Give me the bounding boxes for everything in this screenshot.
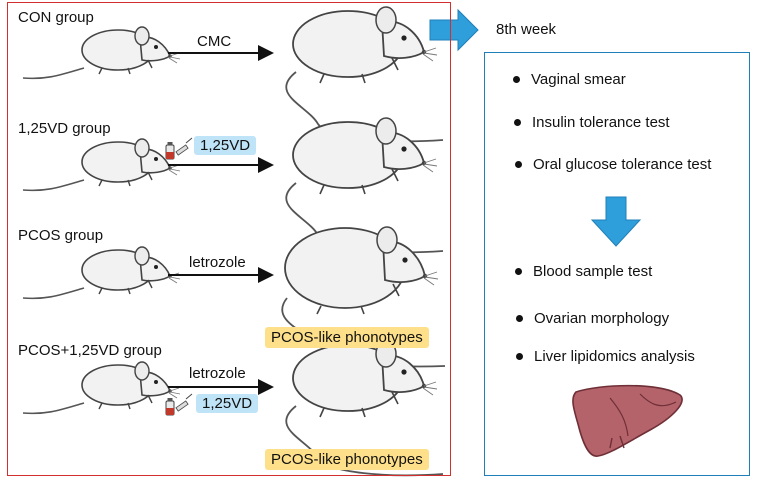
tests-panel [484, 52, 750, 476]
test-item: Insulin tolerance test [514, 114, 670, 131]
treatment-label-letrozole-2: letrozole [189, 365, 246, 382]
group-label-vd: 1,25VD group [18, 120, 111, 137]
test-item: Blood sample test [515, 263, 652, 280]
treatment-label-cmc: CMC [197, 33, 232, 50]
phenotype-tag: PCOS-like phonotypes [265, 327, 429, 348]
bullet-icon [513, 76, 520, 83]
test-item: Ovarian morphology [516, 310, 669, 327]
bullet-icon [516, 353, 523, 360]
liver-icon [572, 384, 683, 457]
bullet-icon [516, 315, 523, 322]
arrow-down-icon [590, 196, 642, 247]
bullet-icon [514, 119, 521, 126]
treatment-label-letrozole: letrozole [189, 254, 246, 271]
bullet-icon [515, 268, 522, 275]
treatment-tag-vd: 1,25VD [194, 136, 257, 155]
arrow-right-icon [429, 8, 479, 52]
group-label-pcos: PCOS group [18, 227, 104, 244]
test-item: Vaginal smear [513, 71, 626, 88]
phenotype-tag: PCOS-like phonotypes [265, 449, 429, 470]
treatment-tag-vd-2: 1,25VD [196, 394, 259, 413]
groups-panel [7, 2, 451, 476]
test-item: Oral glucose tolerance test [515, 156, 711, 173]
group-label-pcos-vd: PCOS+1,25VD group [18, 342, 162, 359]
group-label-con: CON group [18, 9, 94, 26]
timepoint-label: 8th week [496, 21, 557, 38]
bullet-icon [515, 161, 522, 168]
test-item: Liver lipidomics analysis [516, 348, 695, 365]
